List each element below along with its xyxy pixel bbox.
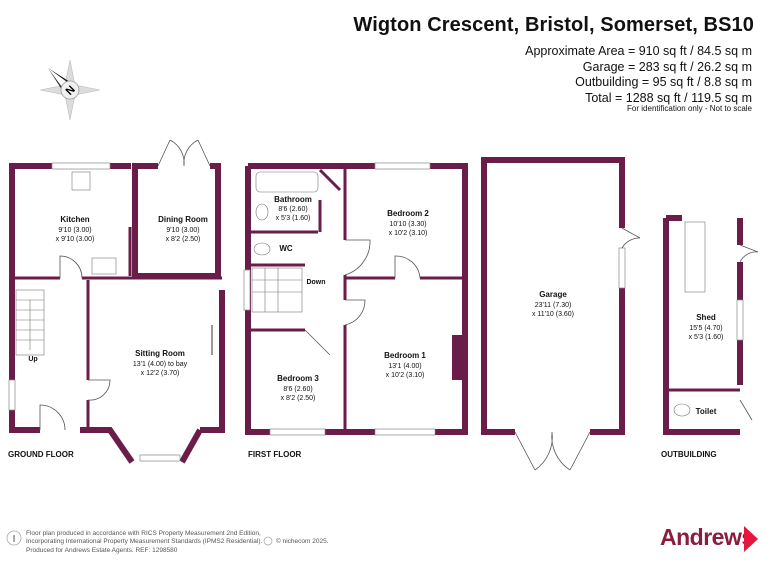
dining-dim2: x 8'2 (2.50) [166, 236, 201, 243]
garage-dim1: 23'11 (7.30) [535, 302, 572, 309]
bedroom1-window [374, 428, 436, 436]
sink-icon [71, 171, 91, 191]
bedroom3-window [269, 428, 326, 436]
kitchen-label: Kitchen [60, 215, 89, 224]
hob-icon [91, 257, 117, 275]
sitting-label: Sitting Room [135, 349, 185, 358]
footer-line: Floor plan produced in accordance with R… [26, 530, 261, 537]
bay-window [139, 454, 181, 462]
toilet-label: Toilet [696, 407, 717, 416]
kitchen-door [59, 255, 83, 279]
shed-dim1: 15'5 (4.70) [689, 325, 722, 332]
first-floor-label: FIRST FLOOR [248, 450, 302, 459]
bedroom1-door [394, 255, 421, 279]
compass-icon: N [39, 59, 101, 121]
info-icon [6, 530, 22, 546]
stairs-up-label: Up [28, 356, 37, 363]
dining-dim1: 9'10 (3.00) [166, 227, 199, 234]
garage-side-door [621, 227, 641, 249]
identification-note: For identification only - Not to scale [627, 104, 752, 113]
garage-walls [481, 157, 625, 435]
garage-doors [514, 431, 591, 471]
wardrobe-icon [452, 335, 462, 380]
first-stairs [251, 267, 303, 313]
nichecom-icon [263, 536, 273, 546]
bedroom1-dim1: 13'1 (4.00) [388, 363, 421, 370]
landing-window [243, 269, 251, 311]
brand-arrow-icon [744, 526, 758, 552]
bedroom3-label: Bedroom 3 [277, 374, 319, 383]
area-summary: Approximate Area = 910 sq ft / 84.5 sq m… [525, 44, 752, 106]
bedroom3-dim2: x 8'2 (2.50) [281, 395, 316, 402]
bedroom1-side-door [344, 299, 366, 326]
wc-label: WC [279, 244, 293, 253]
first-floor-walls [245, 163, 468, 435]
bedroom2-dim2: x 10'2 (3.10) [389, 230, 428, 237]
area-garage: Garage = 283 sq ft / 26.2 sq m [582, 59, 752, 74]
bedroom2-dim1: 10'10 (3.30) [389, 221, 426, 228]
footer-notes: Floor plan produced in accordance with R… [26, 530, 262, 555]
shed-window [736, 299, 744, 341]
bedroom1-dim2: x 10'2 (3.10) [386, 372, 425, 379]
area-total: Total = 1288 sq ft / 119.5 sq m [585, 90, 752, 105]
bath-icon [255, 171, 319, 193]
brand-logo: Andrews [660, 524, 754, 550]
sitting-dim1: 13'1 (4.00) to bay [133, 361, 188, 368]
footer-line: Produced for Andrews Estate Agents. REF:… [26, 546, 178, 554]
dining-patio-doors [157, 139, 211, 167]
stairs-down-label: Down [306, 279, 325, 286]
outbuilding-toilet-icon [673, 403, 691, 417]
bathroom-label: Bathroom [274, 195, 312, 204]
front-door [39, 404, 66, 431]
shed-label: Shed [696, 313, 716, 322]
bedroom2-label: Bedroom 2 [387, 209, 429, 218]
sitting-door [87, 379, 111, 401]
shed-door [739, 244, 759, 263]
bathroom-dim1: 8'6 (2.60) [278, 206, 307, 213]
ground-floor-walls [9, 163, 225, 464]
bedroom2-window [374, 162, 431, 170]
garage-dim2: x 11'10 (3.60) [532, 311, 574, 318]
kitchen-dim2: x 9'10 (3.00) [56, 236, 95, 243]
ground-stairs [15, 289, 45, 356]
bedroom2-door [344, 239, 371, 276]
wc-toilet-icon [253, 242, 271, 256]
bedroom3-dim1: 8'6 (2.60) [283, 386, 312, 393]
outbuilding-label: OUTBUILDING [661, 450, 717, 459]
kitchen-window [51, 162, 111, 170]
ground-floor-label: GROUND FLOOR [8, 450, 74, 459]
shed-bench [684, 221, 706, 293]
basin-icon [255, 203, 269, 221]
shed-dim2: x 5'3 (1.60) [689, 334, 724, 341]
garage-label: Garage [539, 290, 567, 299]
copyright: © nichecom 2025. [276, 538, 329, 545]
bedroom1-label: Bedroom 1 [384, 351, 426, 360]
sitting-dim2: x 12'2 (3.70) [141, 370, 180, 377]
page-title: Wigton Crescent, Bristol, Somerset, BS10 [353, 14, 754, 36]
bedroom3-door [304, 329, 331, 356]
area-outbuilding: Outbuilding = 95 sq ft / 8.8 sq m [575, 75, 752, 89]
bathroom-dim2: x 5'3 (1.60) [276, 215, 311, 222]
dining-label: Dining Room [158, 215, 208, 224]
hall-window [8, 379, 16, 411]
area-approximate: Approximate Area = 910 sq ft / 84.5 sq m [525, 44, 752, 58]
kitchen-dim1: 9'10 (3.00) [58, 227, 91, 234]
garage-window [618, 247, 626, 289]
toilet-door [739, 399, 753, 421]
footer-line: Incorporating International Property Mea… [26, 538, 263, 546]
